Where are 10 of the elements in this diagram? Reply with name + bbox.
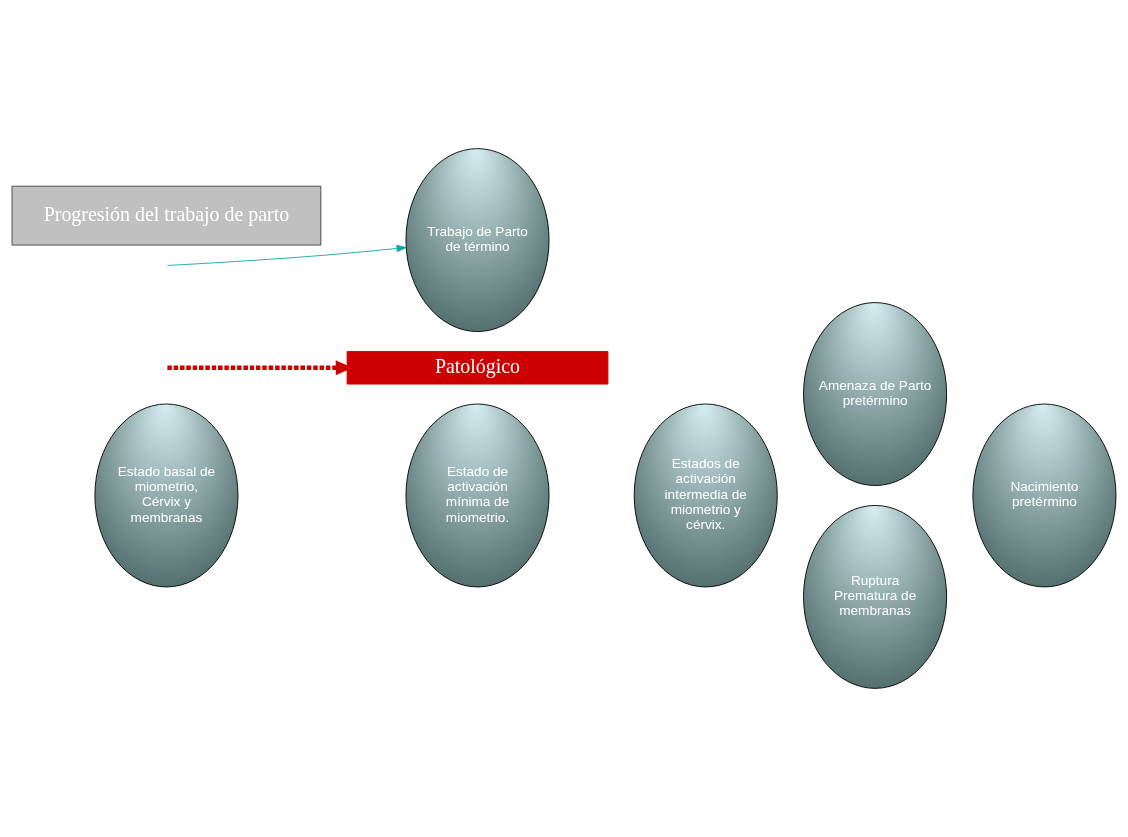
node-ellipse: Estado de activación mínima de miometrio. xyxy=(405,403,550,588)
node-ellipse: Ruptura Prematura de membranas xyxy=(803,505,948,689)
arrow xyxy=(166,244,407,266)
node-ellipse: Trabajo de Parto de término xyxy=(405,148,550,332)
node-box: Progresión del trabajo de parto xyxy=(11,185,322,246)
node-ellipse: Amenaza de Parto pretérmino xyxy=(803,302,948,486)
node-ellipse: Nacimiento pretérmino xyxy=(972,403,1117,588)
node-ellipse: Estados de activación intermedia de miometrio y cérvix. xyxy=(633,403,778,588)
node-ellipse: Estado basal de miometrio, Cérvix y membranas xyxy=(94,403,239,588)
node-box: Patológico xyxy=(346,351,609,385)
